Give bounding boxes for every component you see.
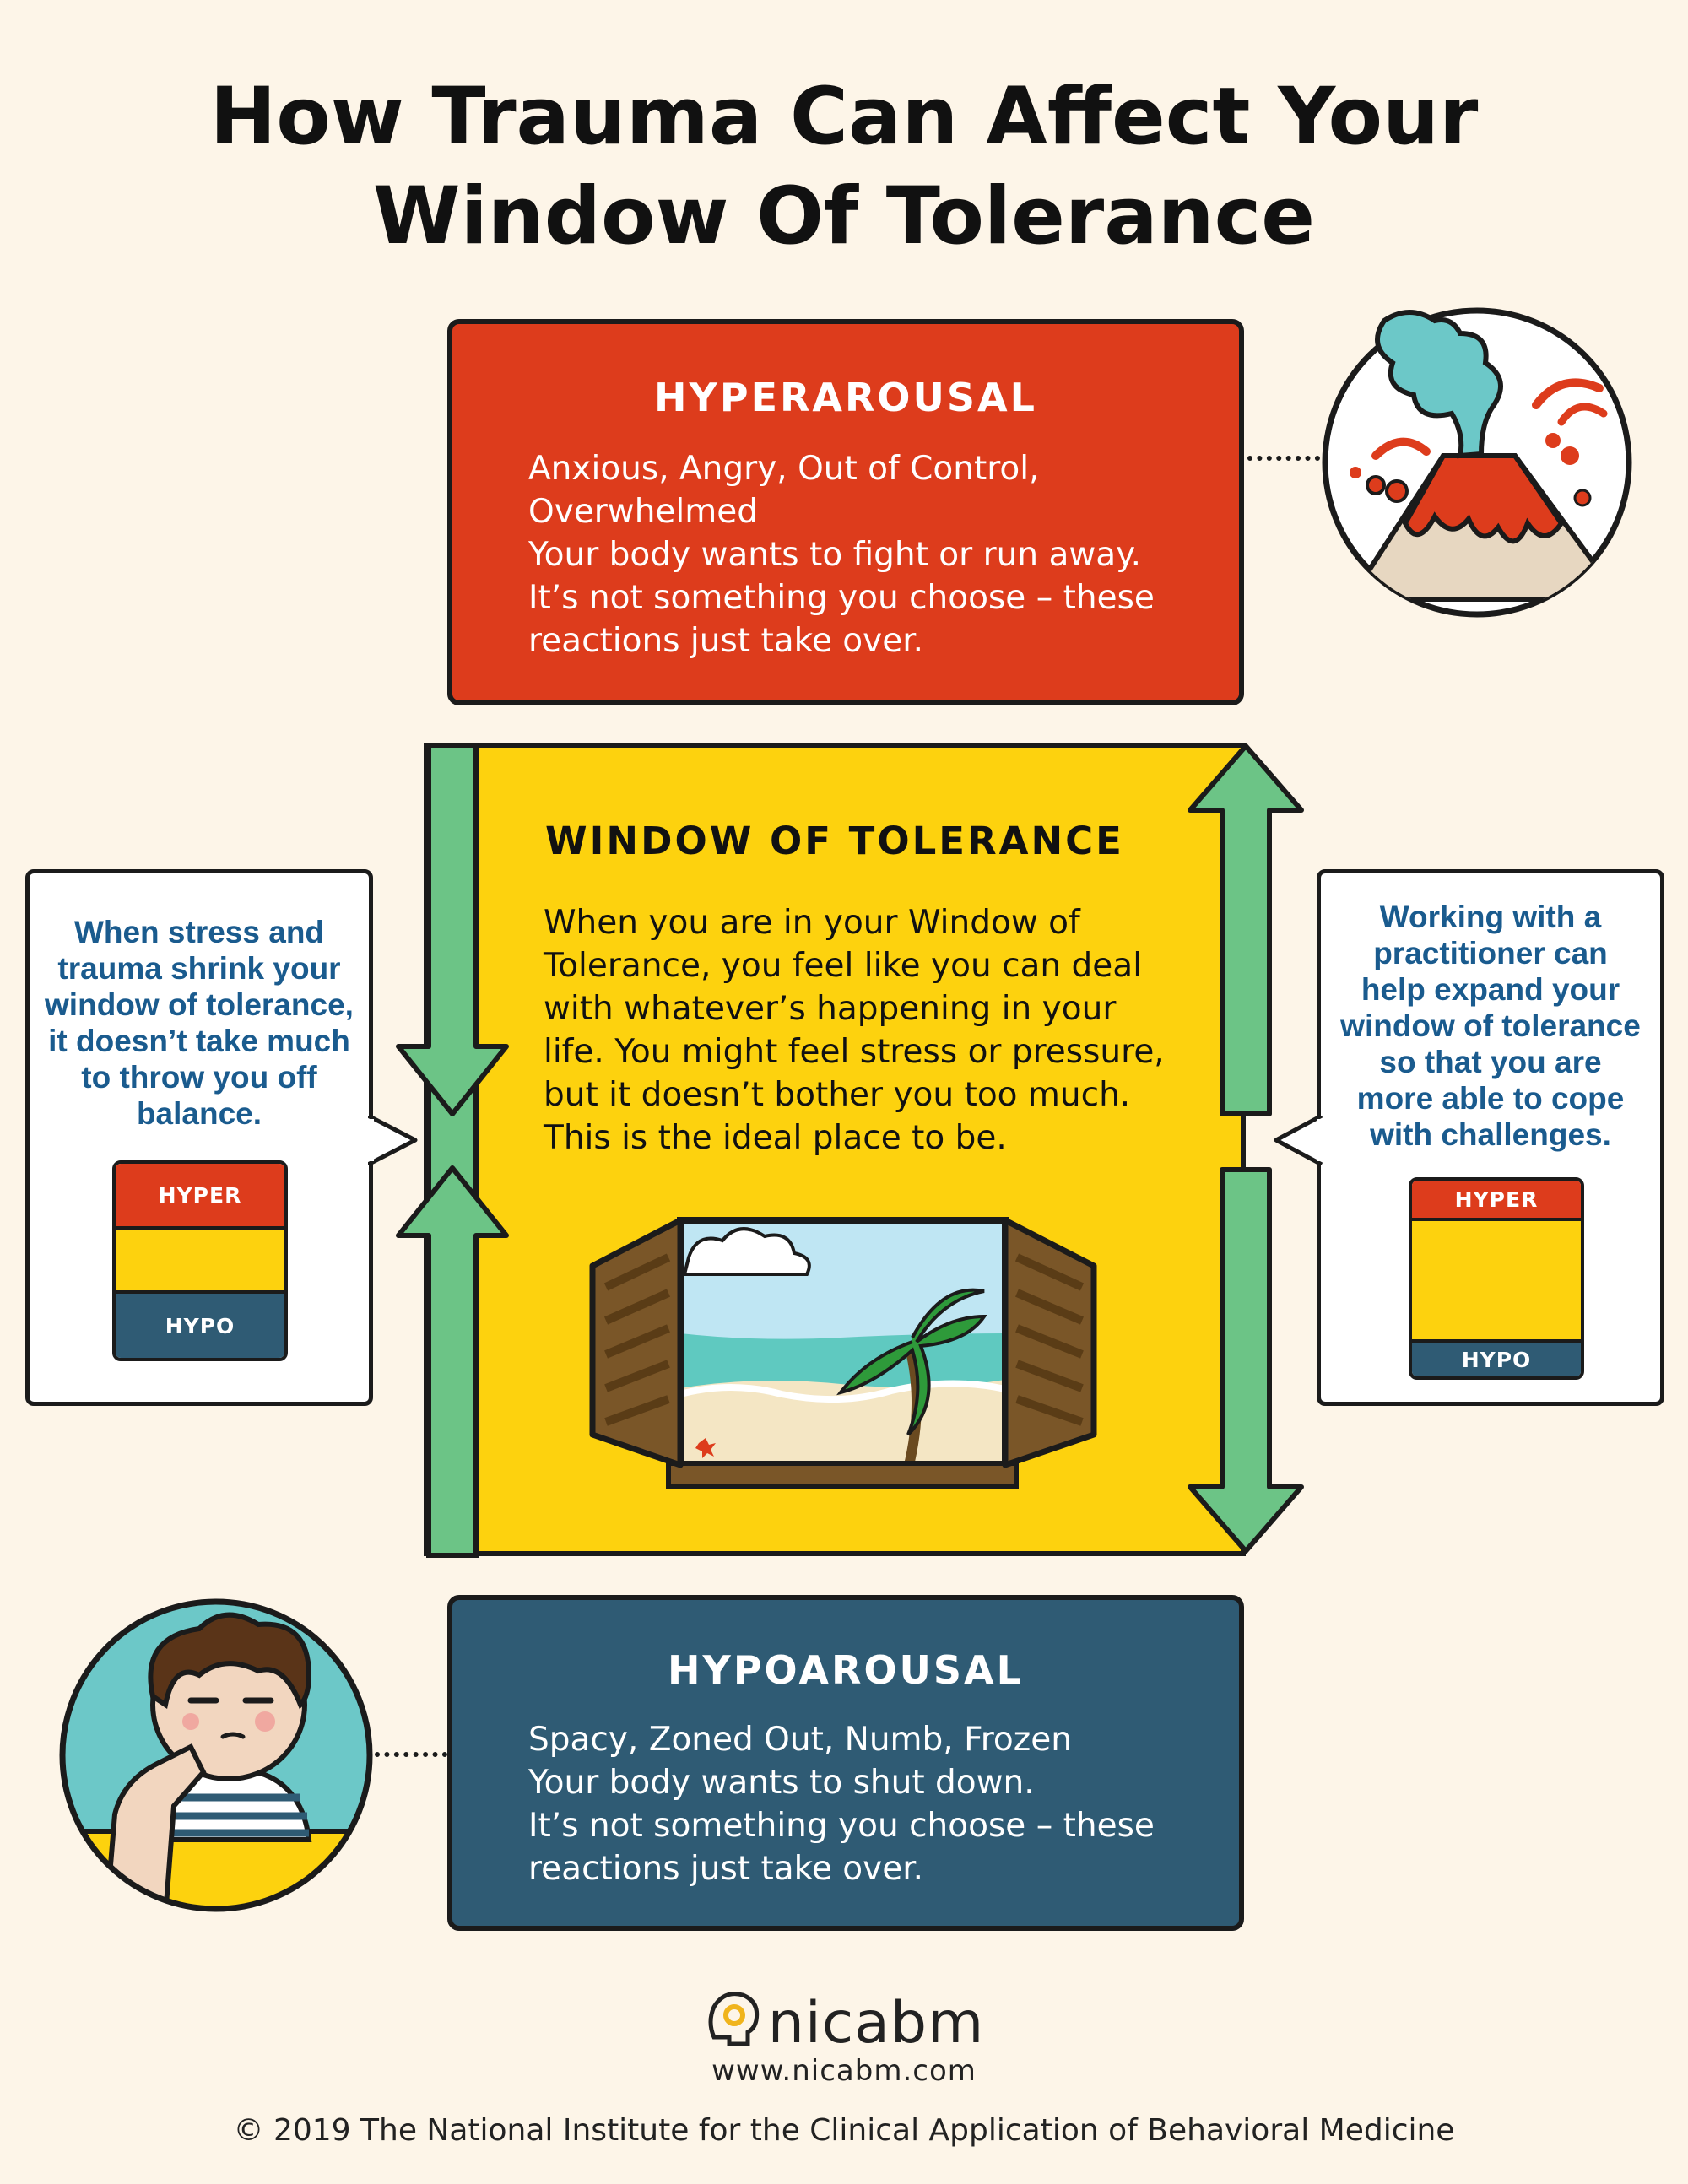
open-window-beach-icon bbox=[589, 1217, 1097, 1489]
left-callout-text: When stress and trauma shrink your windo… bbox=[45, 915, 354, 1131]
left-mini-hypo: HYPO bbox=[116, 1290, 284, 1358]
right-mini-window-chart: HYPER HYPO bbox=[1409, 1177, 1584, 1380]
left-callout: When stress and trauma shrink your windo… bbox=[25, 869, 373, 1406]
hyperarousal-body: Anxious, Angry, Out of Control, Overwhel… bbox=[528, 450, 1155, 660]
left-mini-hyper: HYPER bbox=[116, 1164, 284, 1230]
nicabm-logo: nicabm bbox=[0, 1988, 1688, 2057]
person-connector bbox=[375, 1752, 447, 1757]
left-callout-pointer bbox=[368, 1116, 418, 1165]
window-heading: WINDOW OF TOLERANCE bbox=[545, 819, 1124, 863]
right-mini-window bbox=[1412, 1221, 1581, 1339]
hypoarousal-heading: HYPOAROUSAL bbox=[668, 1647, 1024, 1693]
right-callout-pointer bbox=[1274, 1116, 1323, 1165]
hypoarousal-body: Spacy, Zoned Out, Numb, Frozen Your body… bbox=[528, 1721, 1155, 1888]
shrink-arrows bbox=[396, 743, 509, 1558]
title-line-2: Window Of Tolerance bbox=[372, 170, 1316, 262]
logo-wordmark: nicabm bbox=[767, 1990, 985, 2057]
footer-url[interactable]: www.nicabm.com bbox=[711, 2054, 977, 2088]
logo-head-icon bbox=[708, 1992, 759, 2046]
bored-person-icon bbox=[59, 1598, 373, 1912]
hyperarousal-box: HYPERAROUSAL Anxious, Angry, Out of Cont… bbox=[447, 319, 1244, 705]
volcano-icon bbox=[1322, 307, 1632, 618]
right-mini-hypo: HYPO bbox=[1412, 1339, 1581, 1376]
window-body: When you are in your Window of Tolerance… bbox=[544, 904, 1165, 1157]
right-mini-hyper: HYPER bbox=[1412, 1181, 1581, 1221]
hypoarousal-box: HYPOAROUSAL Spacy, Zoned Out, Numb, Froz… bbox=[447, 1595, 1244, 1931]
title-line-1: How Trauma Can Affect Your bbox=[209, 71, 1479, 163]
footer-copyright: © 2019 The National Institute for the Cl… bbox=[233, 2113, 1455, 2148]
volcano-connector bbox=[1247, 456, 1320, 461]
hyperarousal-heading: HYPERAROUSAL bbox=[654, 375, 1037, 420]
left-mini-window-chart: HYPER HYPO bbox=[112, 1160, 288, 1361]
expand-arrows bbox=[1182, 743, 1304, 1554]
right-callout: Working with a practitioner can help exp… bbox=[1317, 869, 1664, 1406]
page-title: How Trauma Can Affect Your Window Of Tol… bbox=[0, 68, 1688, 267]
left-mini-window bbox=[116, 1230, 284, 1290]
right-callout-text: Working with a practitioner can help exp… bbox=[1340, 900, 1641, 1152]
